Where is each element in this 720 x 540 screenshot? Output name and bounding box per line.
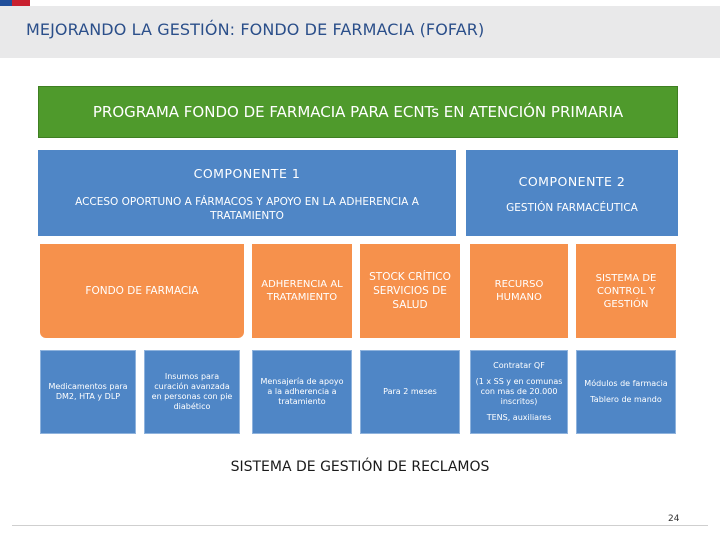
- program-title: PROGRAMA FONDO DE FARMACIA PARA ECNTs EN…: [92, 103, 624, 121]
- contratar-qf-box: Contratar QF (1 x SS y en comunas con ma…: [470, 350, 568, 434]
- flag-blue-stripe: [0, 0, 12, 6]
- sistema-control-box: SISTEMA DE CONTROL Y GESTIÓN: [576, 244, 676, 338]
- medicamentos-box: Medicamentos para DM2, HTA y DLP: [40, 350, 136, 434]
- tens-text: TENS, auxiliares: [486, 413, 552, 422]
- recurso-humano-label: RECURSO HUMANO: [494, 279, 544, 303]
- adherencia-label: ADHERENCIA AL TRATAMIENTO: [261, 279, 343, 303]
- page-title: MEJORANDO LA GESTIÓN: FONDO DE FARMACIA …: [26, 20, 485, 39]
- flag-red-stripe: [12, 0, 30, 6]
- component-1-panel: COMPONENTE 1 ACCESO OPORTUNO A FÁRMACOS …: [38, 150, 456, 236]
- fondo-de-farmacia-label: FONDO DE FARMACIA: [85, 284, 199, 297]
- component-2-title: COMPONENTE 2: [518, 174, 626, 189]
- reclamos-system-label: SISTEMA DE GESTIÓN DE RECLAMOS: [230, 459, 490, 475]
- stock-critico-box: STOCK CRÍTICO SERVICIOS DE SALUD: [360, 244, 460, 338]
- component-1-title: COMPONENTE 1: [193, 166, 301, 181]
- contratar-qf-condition: (1 x SS y en comunas con mas de 20.000 i…: [475, 377, 563, 406]
- page-number: 24: [668, 514, 680, 524]
- insumos-text: Insumos para curación avanzada en person…: [151, 372, 233, 411]
- recurso-humano-box: RECURSO HUMANO: [470, 244, 568, 338]
- insumos-box: Insumos para curación avanzada en person…: [144, 350, 240, 434]
- medicamentos-text: Medicamentos para DM2, HTA y DLP: [48, 382, 128, 401]
- adherencia-box: ADHERENCIA AL TRATAMIENTO: [252, 244, 352, 338]
- para-meses-box: Para 2 meses: [360, 350, 460, 434]
- modulos-text: Módulos de farmacia: [584, 379, 668, 388]
- component-2-subtitle: GESTIÓN FARMACÉUTICA: [506, 202, 638, 214]
- modulos-box: Módulos de farmacia Tablero de mando: [576, 350, 676, 434]
- contratar-qf-text: Contratar QF: [493, 361, 545, 370]
- fondo-de-farmacia-box: FONDO DE FARMACIA: [40, 244, 244, 338]
- component-1-subtitle: ACCESO OPORTUNO A FÁRMACOS Y APOYO EN LA…: [75, 196, 419, 222]
- mensajeria-text: Mensajería de apoyo a la adherencia a tr…: [260, 377, 344, 406]
- component-2-panel: COMPONENTE 2 GESTIÓN FARMACÉUTICA: [466, 150, 678, 236]
- stock-critico-label: STOCK CRÍTICO SERVICIOS DE SALUD: [369, 271, 451, 311]
- sistema-control-label: SISTEMA DE CONTROL Y GESTIÓN: [595, 272, 657, 310]
- header-band: [0, 6, 720, 58]
- tablero-text: Tablero de mando: [590, 395, 662, 404]
- para-meses-text: Para 2 meses: [383, 387, 437, 396]
- footer-divider: [12, 525, 708, 526]
- program-banner: PROGRAMA FONDO DE FARMACIA PARA ECNTs EN…: [38, 86, 678, 138]
- mensajeria-box: Mensajería de apoyo a la adherencia a tr…: [252, 350, 352, 434]
